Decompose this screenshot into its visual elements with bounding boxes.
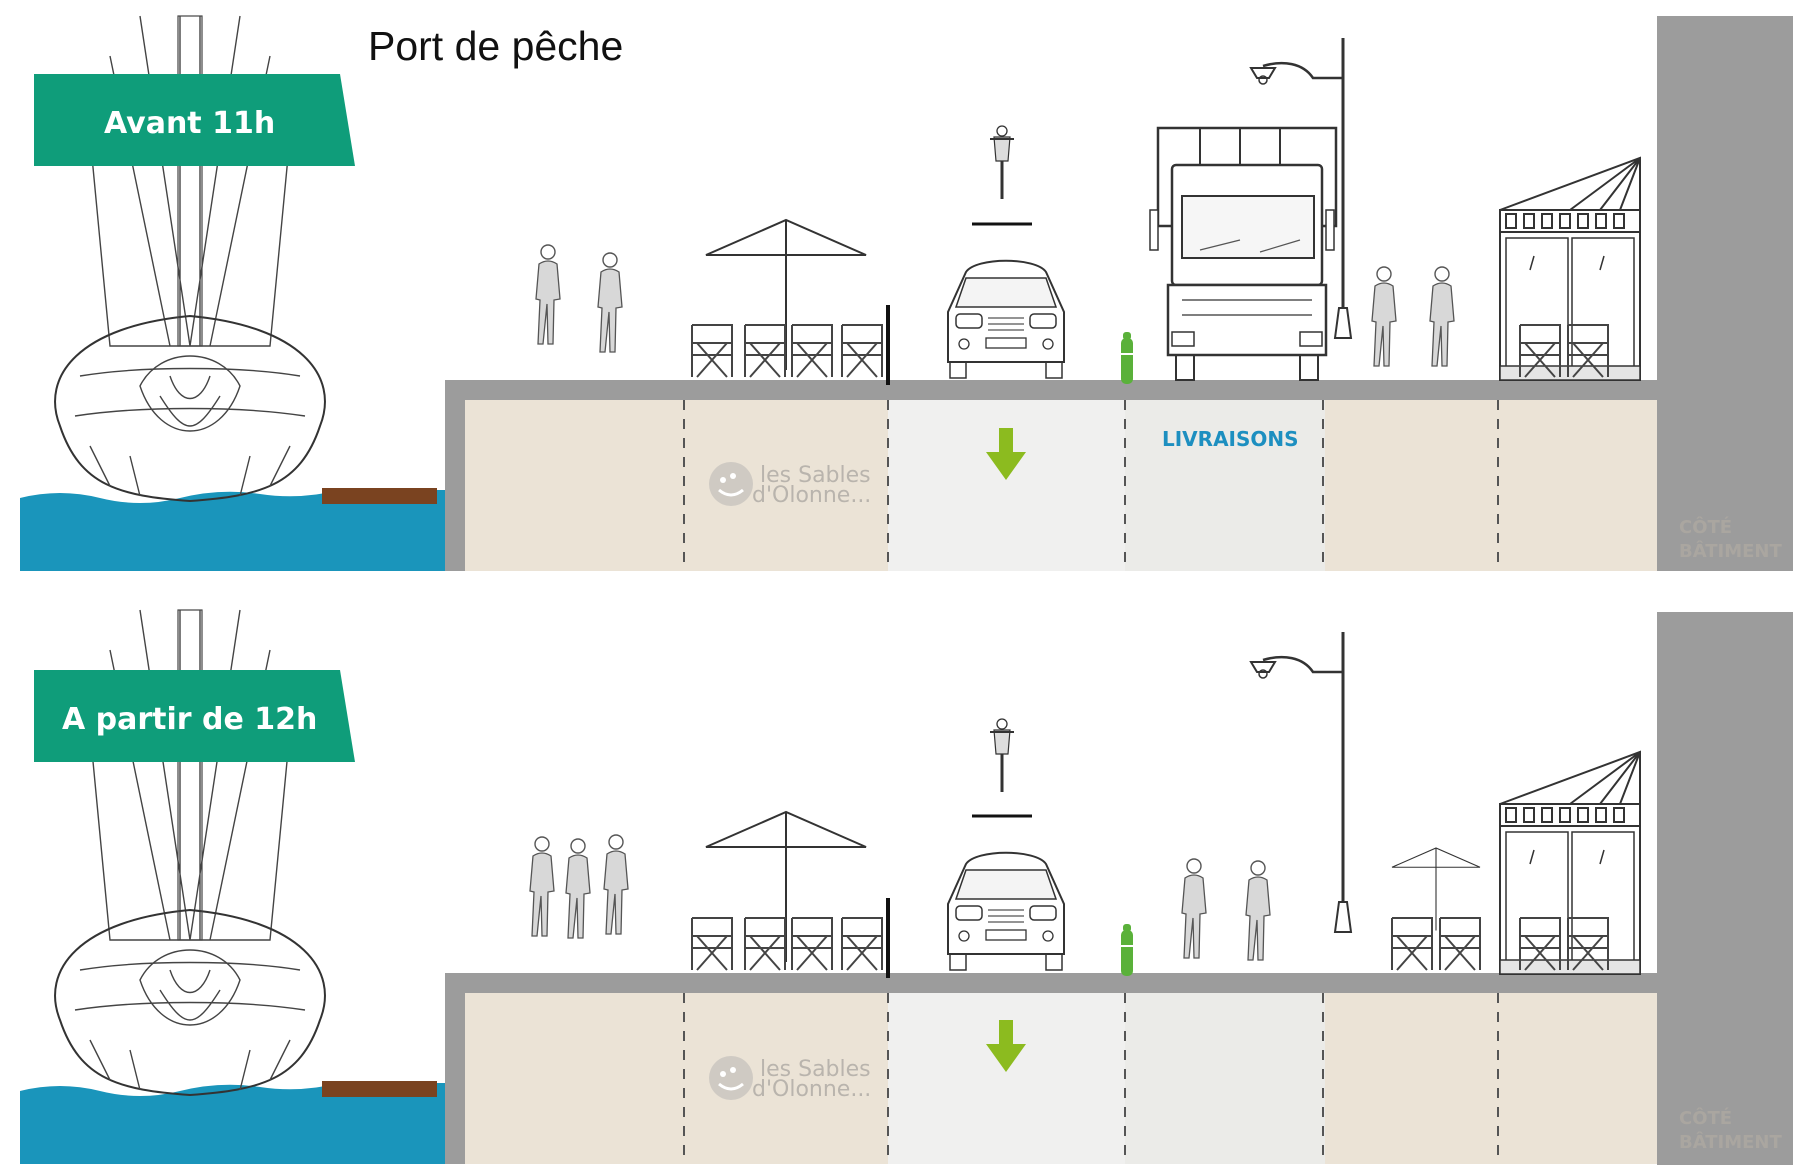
cote-label-line1: CÔTÉ <box>1679 1107 1732 1129</box>
cote-label-line1: CÔTÉ <box>1679 516 1732 538</box>
pedestrian-icon <box>535 244 561 345</box>
quay-curb <box>445 380 1657 400</box>
lane-dividers <box>683 993 1499 1164</box>
building-wall <box>1657 612 1793 1165</box>
logo-icon <box>707 1054 755 1102</box>
cote-label-line2: BÂTIMENT <box>1679 540 1783 562</box>
time-banner-label: A partir de 12h <box>62 702 317 737</box>
logo-line2: d'Olonne... <box>752 483 871 508</box>
panel-before-11h: LIVRAISONS CÔTÉ BÂTIMENT les Sables d'Ol… <box>20 15 1793 571</box>
pavement-right <box>1325 400 1657 571</box>
bollard-icon <box>1120 331 1134 385</box>
chair-icon <box>791 917 833 971</box>
pedestrian-icon <box>1245 860 1271 961</box>
pedestrian-icon <box>597 252 623 353</box>
cyclist-icon <box>988 124 1016 201</box>
panel-from-12h: CÔTÉ BÂTIMENT les Sables d'Olonne... A p… <box>20 609 1793 1165</box>
chair-icon <box>744 917 786 971</box>
pedestrian-icon <box>1429 266 1455 367</box>
pedestrian-icon <box>529 836 555 937</box>
time-banner-label: Avant 11h <box>104 106 275 141</box>
quay-wall <box>445 380 465 571</box>
pavement-left <box>465 993 888 1164</box>
chair-icon <box>1439 917 1481 971</box>
time-banner <box>34 670 355 762</box>
water <box>20 490 445 571</box>
pavement-right <box>1325 993 1657 1164</box>
logo-icon <box>707 460 755 508</box>
lane-dividers <box>683 400 1499 571</box>
chair-icon <box>744 324 786 378</box>
pontoon <box>322 1081 437 1097</box>
car-icon <box>947 259 1065 379</box>
pavement-left <box>465 400 888 571</box>
chair-icon <box>691 917 733 971</box>
pontoon <box>322 488 437 504</box>
cote-label-line2: BÂTIMENT <box>1679 1131 1783 1153</box>
car-icon <box>947 851 1065 971</box>
shared-lane <box>1125 993 1325 1164</box>
diagram-title: Port de pêche <box>368 23 623 69</box>
logo-line1: les Sables <box>760 463 871 488</box>
logo-line1: les Sables <box>760 1057 871 1082</box>
building-wall <box>1657 16 1793 571</box>
delivery-truck-icon <box>1149 126 1338 381</box>
chair-icon <box>791 324 833 378</box>
pedestrian-icon <box>603 834 629 935</box>
pedestrian-icon <box>1181 858 1207 959</box>
traffic-lane <box>888 993 1125 1164</box>
chair-icon <box>691 324 733 378</box>
chair-icon <box>841 917 883 971</box>
livraisons-label: LIVRAISONS <box>1162 427 1299 451</box>
time-banner <box>34 74 355 166</box>
water <box>20 1083 445 1164</box>
cyclist-icon <box>988 717 1016 794</box>
quay-wall <box>445 973 465 1164</box>
quay-curb <box>445 973 1657 993</box>
logo-line2: d'Olonne... <box>752 1077 871 1102</box>
chair-icon <box>841 324 883 378</box>
chair-icon <box>1391 917 1433 971</box>
pedestrian-icon <box>1371 266 1397 367</box>
delivery-lane <box>1125 400 1325 571</box>
bollard-icon <box>1120 923 1134 977</box>
pedestrian-icon <box>565 838 591 939</box>
